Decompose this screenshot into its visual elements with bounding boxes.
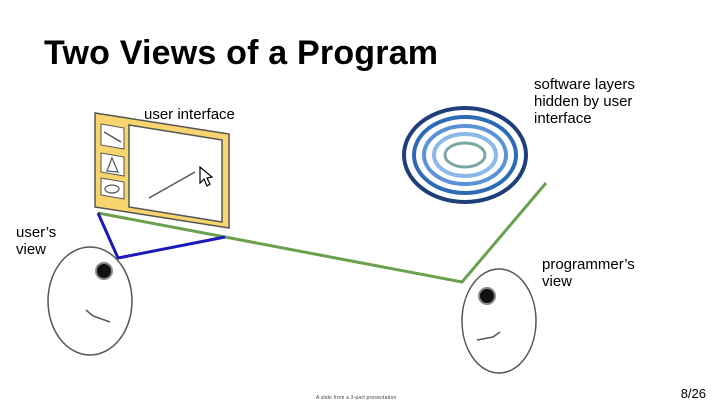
software-layers-line-2: hidden by user: [534, 93, 633, 110]
layer-ring-outer: [402, 106, 528, 204]
programmers-view-label: programmer’s view: [542, 256, 635, 290]
window-canvas: [128, 124, 223, 223]
page-number: 8/26: [680, 386, 706, 401]
software-layers-rings: [402, 106, 528, 204]
layer-ring-inner: [443, 141, 487, 169]
layer-ring-3: [422, 124, 508, 186]
programmer-head: [461, 268, 537, 374]
programmer-face: [461, 268, 537, 374]
ellipse-tool-icon: [104, 184, 120, 194]
users-view-line-1: user’s: [16, 224, 57, 241]
drawn-line: [148, 171, 196, 199]
user-face: [47, 246, 133, 356]
software-layers-line-1: software layers: [534, 76, 635, 93]
slide-title: Two Views of a Program: [44, 34, 439, 72]
users-view-line: [96, 212, 226, 260]
user-interface-label: user interface: [144, 106, 235, 123]
software-layers-label: software layers hidden by user interface: [534, 76, 635, 127]
programmer-mouth: [476, 331, 501, 341]
users-view-line-2: view: [16, 241, 47, 258]
slide-footer: A slide from a 3-part presentation: [316, 395, 397, 401]
user-mouth: [85, 309, 111, 323]
tool-button-ellipse: [100, 177, 125, 200]
tool-button-triangle: [100, 152, 125, 177]
mouse-cursor-icon: [199, 165, 214, 187]
users-view-label: user’s view: [16, 224, 56, 258]
layer-ring-2: [412, 115, 518, 195]
programmers-view-line-1: programmer’s: [542, 256, 635, 273]
user-eye-icon: [95, 262, 113, 280]
user-interface-window: [94, 112, 230, 229]
programmers-view-line: [97, 182, 548, 284]
programmers-view-line-2: view: [542, 273, 573, 290]
line-tool-icon: [103, 131, 122, 143]
software-layers-line-3: interface: [534, 110, 592, 127]
programmer-eye-icon: [478, 287, 496, 305]
user-head: [47, 246, 133, 356]
triangle-tool-icon: [106, 156, 119, 173]
layer-ring-4: [432, 132, 498, 178]
